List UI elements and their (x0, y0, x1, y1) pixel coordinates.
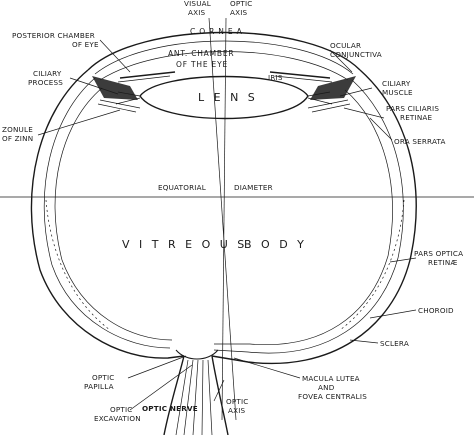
label-optic-papilla-2: PAPILLA (84, 382, 114, 391)
label-ciliary-muscle-1: CILIARY (382, 79, 411, 88)
iris (117, 71, 333, 83)
axes (0, 17, 474, 421)
retina-outline (54, 87, 393, 346)
label-visual-axis-1: VISUAL (184, 0, 211, 8)
label-iris: IRIS (268, 73, 283, 82)
label-equatorial: EQUATORIAL (158, 183, 206, 192)
label-ciliary-process-1: CILIARY (33, 69, 62, 78)
leader-lines (37, 39, 417, 411)
label-macula-1: MACULA LUTEA (302, 374, 360, 383)
label-posterior-chamber-2: OF EYE (72, 40, 99, 49)
label-zonule-2: OF ZINN (2, 134, 33, 143)
sclera-outline (30, 69, 417, 365)
ciliary-body-left (92, 76, 141, 113)
label-choroid: CHOROID (418, 306, 454, 315)
label-cornea: C O R N E A (190, 27, 243, 36)
label-ciliary-muscle-2: MUSCLE (382, 88, 413, 97)
labels: VISUAL AXIS OPTIC AXIS C O R N E A POSTE… (2, 0, 463, 423)
label-optic-axis-top-2: AXIS (230, 8, 248, 17)
label-optic-excavation-2: EXCAVATION (94, 414, 141, 423)
label-pars-optica-2: RETINÆ (428, 258, 458, 267)
visual-axis-line (208, 17, 237, 421)
label-posterior-chamber-1: POSTERIOR CHAMBER (12, 31, 95, 40)
label-macula-3: FOVEA CENTRALIS (298, 392, 367, 401)
label-sclera: SCLERA (380, 339, 409, 348)
globe-layers (30, 69, 417, 365)
label-ora-serrata: ORA SERRATA (394, 137, 446, 146)
label-ciliary-process-2: PROCESS (28, 78, 63, 87)
ciliary-body-right (307, 76, 356, 113)
optic-axis-line (221, 17, 227, 421)
label-visual-axis-2: AXIS (188, 8, 206, 17)
label-ocular-conjunctiva-2: CONJUNCTIVA (330, 50, 382, 59)
label-pars-ciliaris-1: PARS CILIARIS (386, 104, 439, 113)
label-lens: L E N S (198, 91, 258, 104)
label-diameter: DIAMETER (234, 183, 273, 192)
label-optic-axis-top-1: OPTIC (230, 0, 253, 8)
lens (115, 75, 333, 120)
label-optic-papilla-1: OPTIC (92, 373, 115, 382)
label-optic-nerve: OPTIC NERVE (142, 404, 198, 413)
label-ant-chamber-2: OF THE EYE (176, 60, 228, 69)
label-body: B O D Y (244, 238, 307, 251)
label-pars-ciliaris-2: RETINAE (400, 113, 433, 122)
layer-hatch (45, 199, 405, 331)
label-ant-chamber-1: ANT. CHAMBER (168, 49, 234, 58)
label-pars-optica-1: PARS OPTICA (414, 249, 463, 258)
label-macula-2: AND (318, 383, 335, 392)
label-ocular-conjunctiva-1: OCULAR (330, 41, 361, 50)
label-vitreous: V I T R E O U S (122, 238, 247, 251)
label-optic-axis-bottom-2: AXIS (228, 406, 246, 415)
label-optic-excavation-1: OPTIC (110, 405, 133, 414)
label-optic-axis-bottom-1: OPTIC (226, 397, 249, 406)
label-zonule-1: ZONULE (2, 125, 33, 134)
choroid-outline (43, 77, 404, 354)
optic-nerve (163, 349, 229, 435)
